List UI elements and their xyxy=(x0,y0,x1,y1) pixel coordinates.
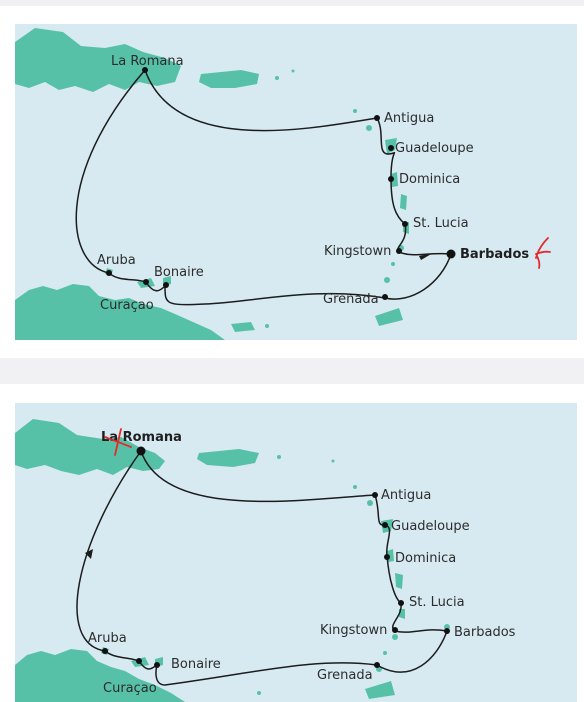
islet xyxy=(291,69,295,73)
islet xyxy=(367,500,373,506)
stop-guadeloupe xyxy=(382,522,388,528)
south-america-coast xyxy=(15,284,225,340)
stop-la-romana xyxy=(136,446,146,456)
label-bonaire: Bonaire xyxy=(154,265,204,280)
puerto-rico-landmass xyxy=(199,70,259,88)
stop-curacao xyxy=(143,279,149,285)
label-barbados: Barbados xyxy=(454,625,516,640)
stop-st-lucia xyxy=(398,600,404,606)
stop-guadeloupe xyxy=(388,145,394,151)
grenada-landmass xyxy=(384,277,390,283)
islet xyxy=(257,691,261,695)
stop-st-lucia xyxy=(402,221,408,227)
label-st-lucia: St. Lucia xyxy=(413,216,469,231)
dominica-landmass xyxy=(391,172,398,187)
islet xyxy=(353,485,357,489)
stop-kingstown xyxy=(396,248,402,254)
stop-antigua xyxy=(374,115,380,121)
map-svg-bottom: La Romana Antigua Guadeloupe Dominica St… xyxy=(15,403,577,702)
label-curacao: Curaçao xyxy=(103,681,157,696)
islet xyxy=(265,324,269,328)
stop-kingstown xyxy=(392,627,398,633)
cruise-route xyxy=(75,69,453,306)
st-vincent-landmass xyxy=(392,634,398,640)
stop-dominica xyxy=(388,176,394,182)
stop-curacao xyxy=(136,658,142,664)
martinique-landmass xyxy=(395,573,403,589)
label-kingstown: Kingstown xyxy=(324,244,391,259)
islet xyxy=(366,125,372,131)
stop-antigua xyxy=(372,492,378,498)
stop-bonaire xyxy=(154,662,160,668)
map-panel-bottom: La Romana Antigua Guadeloupe Dominica St… xyxy=(15,403,577,702)
label-st-lucia: St. Lucia xyxy=(409,595,465,610)
south-america-coast xyxy=(15,649,185,702)
islet xyxy=(331,459,335,463)
label-bonaire: Bonaire xyxy=(171,657,221,672)
label-guadeloupe: Guadeloupe xyxy=(395,141,474,156)
stop-grenada xyxy=(382,294,388,300)
map-svg-top: La Romana Antigua Guadeloupe Dominica St… xyxy=(15,24,577,340)
label-antigua: Antigua xyxy=(384,111,434,126)
annotation-mark-barbados xyxy=(535,237,551,269)
label-curacao: Curaçao xyxy=(100,298,154,313)
stop-aruba xyxy=(102,648,108,654)
stop-aruba xyxy=(106,270,112,276)
label-kingstown: Kingstown xyxy=(320,623,387,638)
hispaniola-landmass xyxy=(15,419,165,475)
label-guadeloupe: Guadeloupe xyxy=(391,519,470,534)
stop-grenada xyxy=(374,662,380,668)
islet xyxy=(277,455,281,459)
stop-bonaire xyxy=(163,282,169,288)
islet xyxy=(383,651,387,655)
trinidad-landmass xyxy=(375,308,403,326)
islet xyxy=(275,76,279,80)
label-dominica: Dominica xyxy=(399,172,460,187)
puerto-rico-landmass xyxy=(197,449,259,467)
islet xyxy=(391,262,395,266)
label-grenada: Grenada xyxy=(317,668,373,683)
venezuela-islet xyxy=(231,322,255,332)
map-panel-top: La Romana Antigua Guadeloupe Dominica St… xyxy=(15,24,577,340)
stop-barbados xyxy=(444,628,450,634)
annotation-cross-la-romana xyxy=(104,428,132,456)
stop-la-romana xyxy=(142,67,148,73)
label-la-romana: La Romana xyxy=(101,430,182,445)
label-aruba: Aruba xyxy=(97,253,136,268)
label-grenada: Grenada xyxy=(323,292,379,307)
label-dominica: Dominica xyxy=(395,551,456,566)
stop-dominica xyxy=(384,554,390,560)
trinidad-landmass xyxy=(365,681,395,699)
stop-barbados xyxy=(446,249,456,259)
label-antigua: Antigua xyxy=(381,488,431,503)
route-arrow xyxy=(85,549,93,559)
label-barbados: Barbados xyxy=(460,247,529,262)
cruise-route xyxy=(76,450,449,686)
martinique-landmass xyxy=(400,194,407,210)
route-arrow xyxy=(419,253,433,260)
label-la-romana: La Romana xyxy=(111,54,184,69)
label-aruba: Aruba xyxy=(88,631,127,646)
islet xyxy=(353,109,357,113)
